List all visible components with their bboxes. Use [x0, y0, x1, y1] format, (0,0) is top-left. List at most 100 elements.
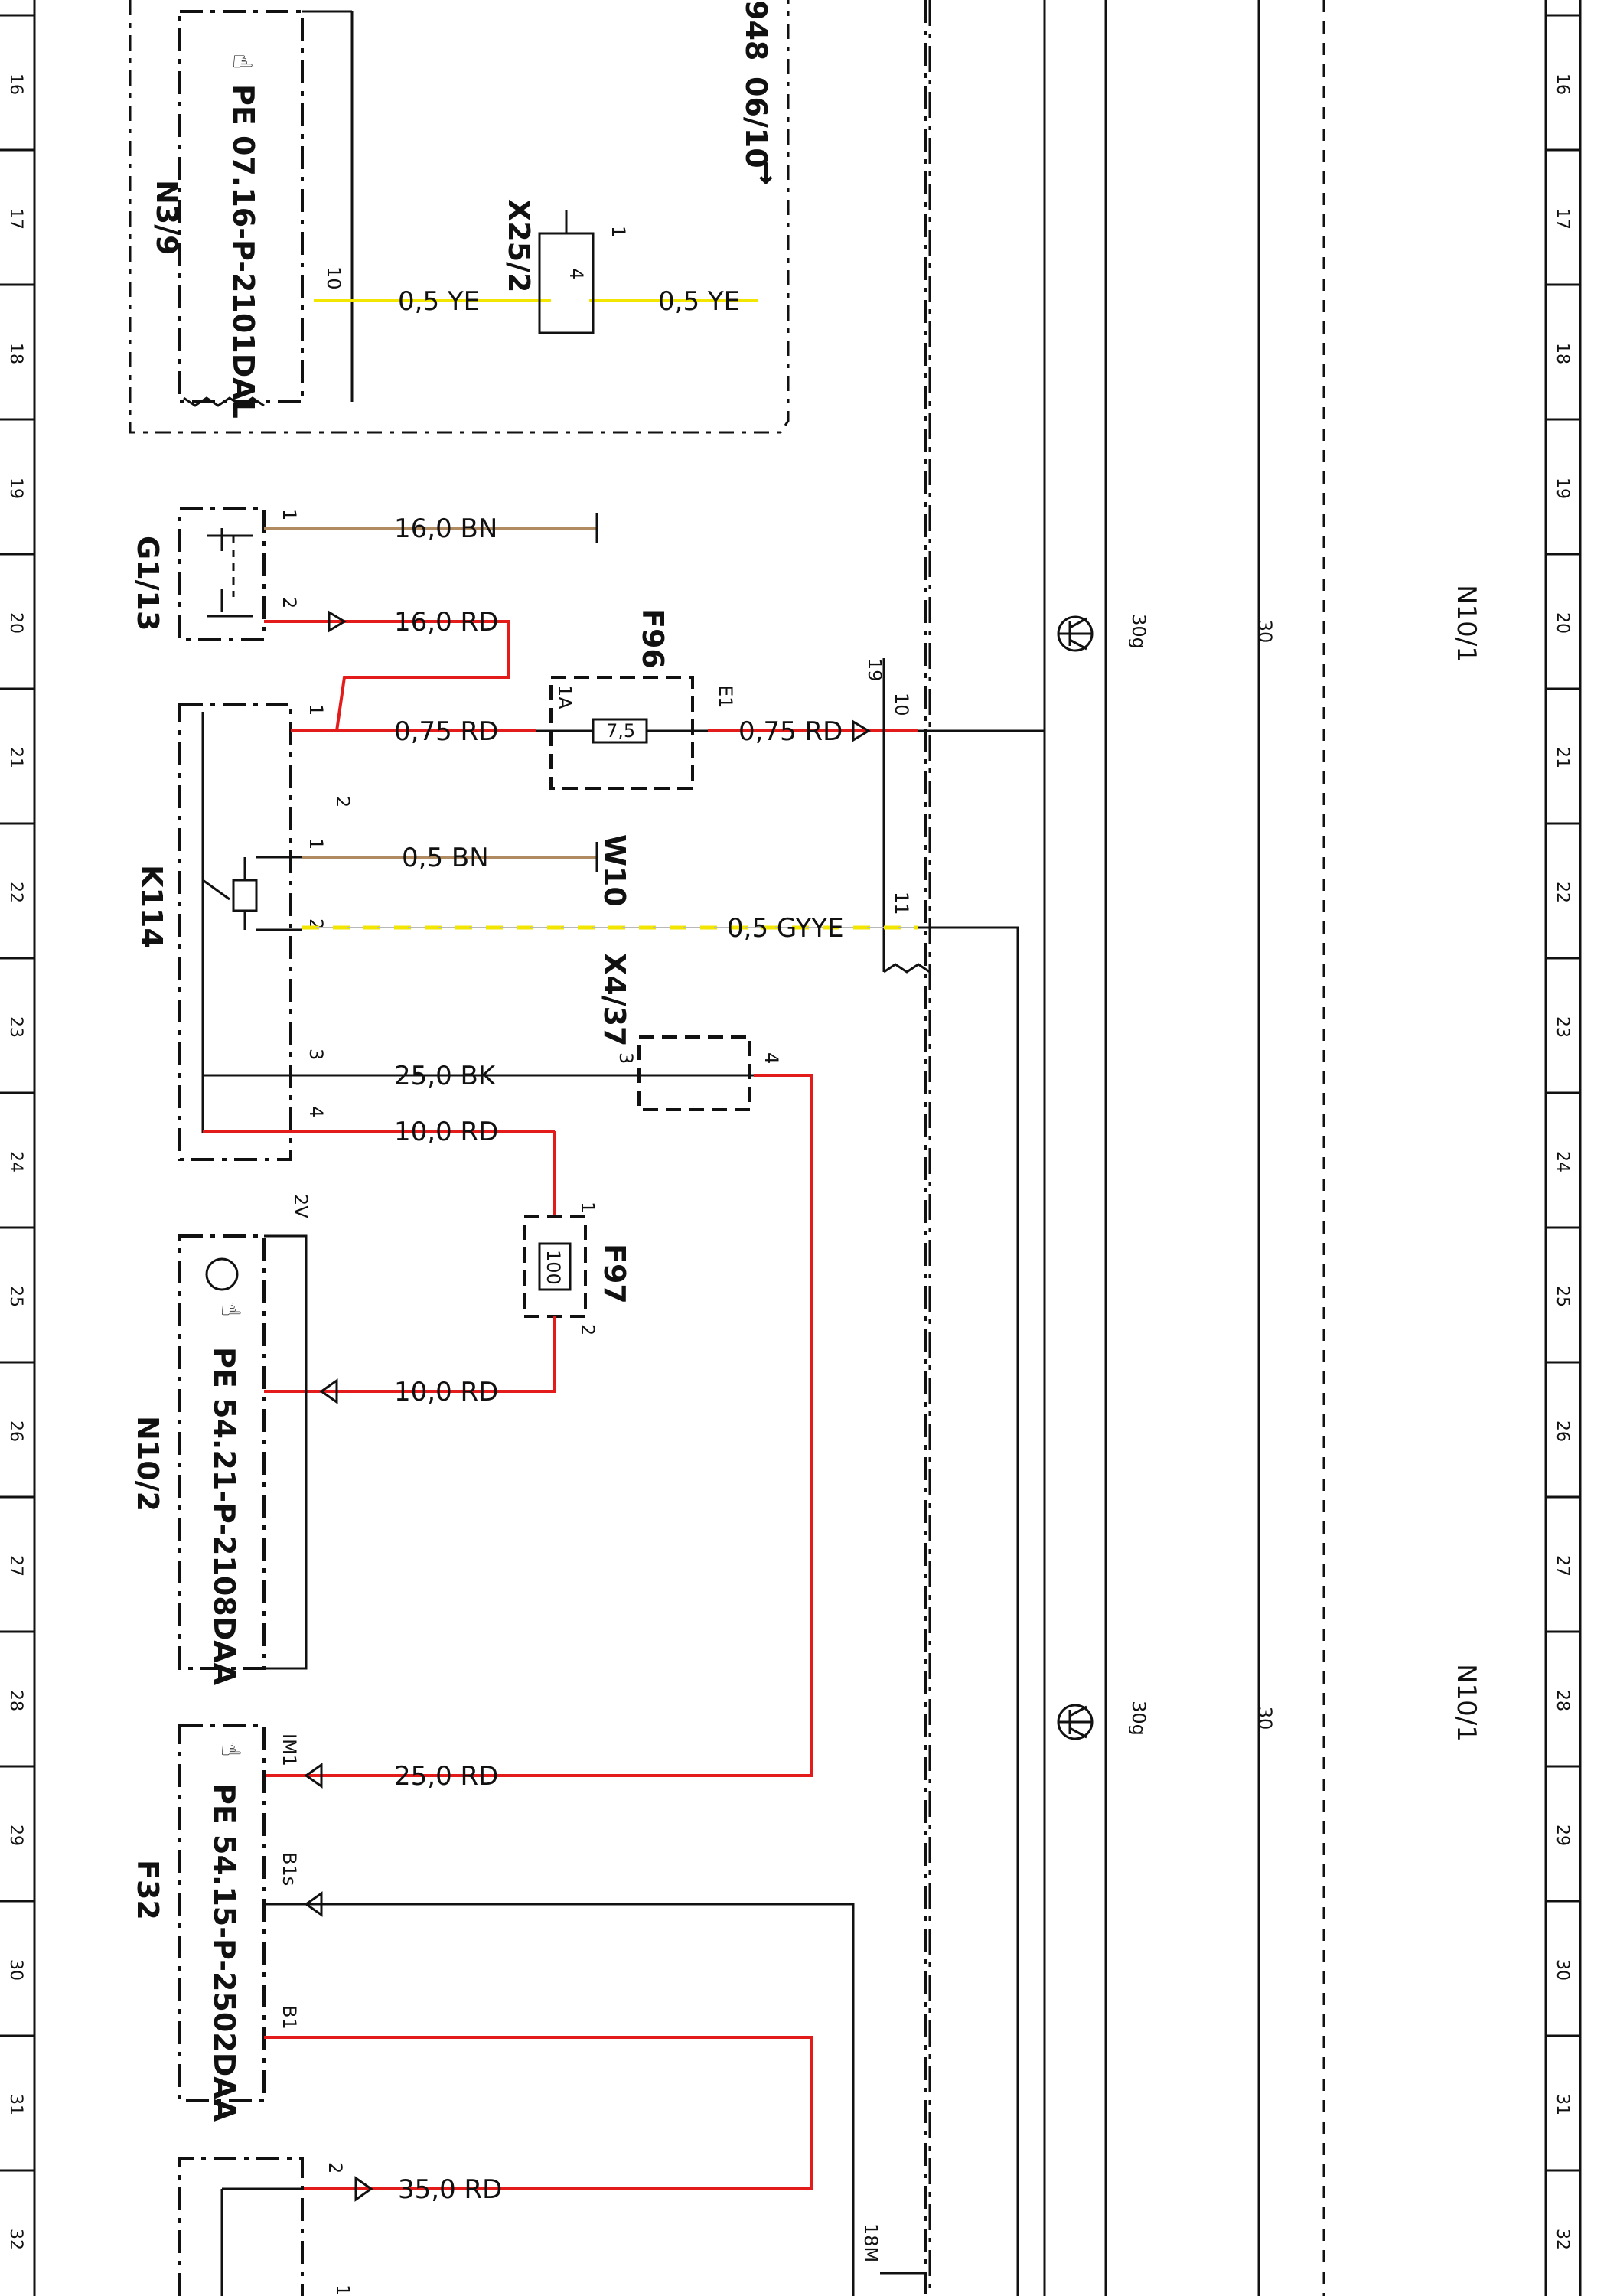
n10-1-pin-10: 10 — [891, 693, 912, 716]
n10-2-tag: 2V — [290, 1194, 311, 1218]
row-number: 30 — [6, 1959, 25, 1981]
row-number: 20 — [1553, 612, 1572, 634]
k114-pin-1b: 1 — [305, 838, 327, 850]
fuse-icon — [538, 1242, 572, 1291]
wire-label-rd-25: 25,0 RD — [394, 1761, 498, 1792]
wire-label-ye-a: 0,5 YE — [398, 286, 480, 317]
w10-name: W10 — [598, 834, 631, 907]
row-number: 29 — [1553, 1825, 1572, 1846]
x4-37-pin-right: 4 — [761, 1052, 782, 1064]
x4-37-box — [637, 1035, 751, 1111]
wire-label-rd-075a: 0,75 RD — [394, 716, 498, 747]
x25-2-name: X25/2 — [502, 199, 536, 293]
n3-9-box — [178, 10, 304, 403]
frame — [33, 0, 1582, 2296]
row-number: 25 — [6, 1286, 25, 1307]
hand-icon: ☝ — [227, 54, 257, 70]
outer-box-top — [129, 0, 790, 434]
n10-2-box — [178, 1234, 266, 1670]
row-number: 22 — [6, 882, 25, 903]
row-number: 21 — [6, 747, 25, 768]
row-number: 17 — [1553, 208, 1572, 230]
n3-9-pe: PE 07.16-P-2101DAL — [227, 84, 260, 419]
bottom-pin-cut: 1 — [332, 2285, 354, 2296]
n10-1-pin-18m: 18M — [860, 2223, 882, 2262]
wire-label-gyye: 0,5 GYYE — [727, 913, 844, 944]
f96-rating: 7,5 — [606, 720, 635, 742]
wire-label-rd-35: 35,0 RD — [398, 2174, 502, 2205]
x4-37-name: X4/37 — [598, 953, 631, 1047]
row-number: 28 — [1553, 1690, 1572, 1711]
wire-label-bn-16: 16,0 BN — [394, 514, 497, 544]
row-number: 26 — [6, 1420, 25, 1442]
k114-pin-1a: 1 — [305, 704, 327, 716]
n3-9-pin: 10 — [323, 266, 344, 290]
row-number: 18 — [1553, 343, 1572, 364]
g1-13-pin1: 1 — [279, 509, 300, 520]
row-number: 23 — [6, 1016, 25, 1038]
wire-label-bn-05: 0,5 BN — [402, 843, 489, 873]
wire-label-bk-25: 25,0 BK — [394, 1061, 497, 1091]
g1-13-box — [178, 507, 266, 641]
n10-1-bus — [928, 0, 1325, 2296]
k114-box — [178, 703, 292, 1161]
x25-2-pin-top: 1 — [608, 226, 629, 237]
row-number: 16 — [6, 73, 25, 95]
f96-pin-left: 1A — [554, 685, 575, 709]
row-number: 22 — [1553, 882, 1572, 903]
x4-37-pin-left: 3 — [615, 1052, 637, 1064]
f96-box — [549, 676, 694, 790]
bus-label-30: 30 — [1254, 1707, 1276, 1730]
g1-13-pin2: 2 — [279, 597, 300, 608]
row-number: 19 — [6, 478, 25, 499]
cut-text-948: 948 — [739, 0, 773, 60]
g1-13-name: G1/13 — [131, 536, 165, 631]
wire-label-rd-16: 16,0 RD — [394, 607, 498, 638]
bus-label-30g: 30g — [1128, 1701, 1149, 1736]
row-number: 31 — [1553, 2094, 1572, 2115]
row-number: 18 — [6, 343, 25, 364]
row-number: 24 — [1553, 1151, 1572, 1172]
row-number: 28 — [6, 1690, 25, 1711]
wire-label-rd-10b: 10,0 RD — [394, 1377, 498, 1407]
row-number: 24 — [6, 1151, 25, 1172]
f32-pe: PE 54.15-P-2502DAA — [207, 1783, 241, 2122]
f97-rating: 100 — [543, 1250, 564, 1285]
row-number: 29 — [6, 1825, 25, 1846]
n10-2-pe: PE 54.21-P-2108DAA — [207, 1347, 241, 1686]
n10-1-label: N10/1 — [1451, 585, 1482, 663]
bus-label-30: 30 — [1254, 620, 1276, 644]
f97-pin-bottom: 2 — [577, 1324, 598, 1336]
battery-icon — [207, 528, 253, 618]
relay-coil-icon — [201, 712, 302, 1133]
row-number: 20 — [6, 612, 25, 634]
row-number: 27 — [1553, 1555, 1572, 1577]
row-number: 23 — [1553, 1016, 1572, 1038]
f32-pin-im1: IM1 — [279, 1733, 300, 1766]
x25-2-pin-in: 4 — [566, 268, 587, 279]
hand-icon: ☝ — [215, 1301, 246, 1317]
hand-icon: ☝ — [215, 1741, 246, 1757]
cut-text-0610: 06/10 — [739, 77, 773, 168]
n10-1-label: N10/1 — [1451, 1664, 1482, 1742]
f97-pin-top: 1 — [577, 1202, 598, 1213]
arrow-down-icon: ↓ — [754, 157, 778, 191]
wire-label-rd-10a: 10,0 RD — [394, 1117, 498, 1147]
row-number: 32 — [1553, 2229, 1572, 2250]
n10-1-pin-19: 19 — [864, 658, 885, 682]
fuse-icon — [536, 718, 708, 744]
bus-label-30g: 30g — [1128, 614, 1149, 649]
k114-pin-3: 3 — [305, 1049, 327, 1060]
n10-2-name: N10/2 — [131, 1416, 165, 1512]
f32-box — [178, 1724, 266, 2102]
f32-pin-b1s: B1s — [279, 1852, 300, 1886]
f96-pin-right: E1 — [715, 685, 736, 708]
k114-name: K114 — [135, 865, 168, 948]
row-ticks — [0, 14, 1580, 2172]
wire-label-ye-b: 0,5 YE — [658, 286, 740, 317]
row-number: 25 — [1553, 1286, 1572, 1307]
n3-9-name: N3/9 — [150, 180, 184, 256]
row-number: 19 — [1553, 478, 1572, 499]
transistor-icon — [205, 1257, 239, 1291]
